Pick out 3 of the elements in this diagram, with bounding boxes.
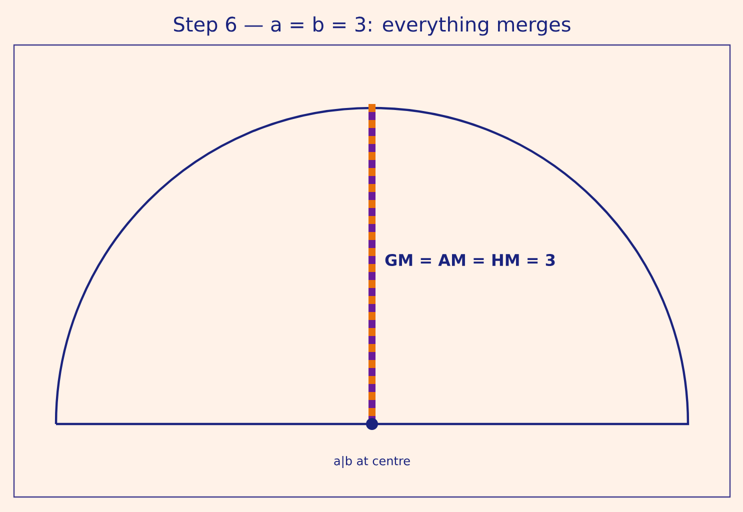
value-label: GM = AM = HM = 3: [385, 254, 555, 266]
title: Step 6 — a = b = 3: everything merges: [174, 16, 570, 36]
point-label: a|b at centre: [334, 456, 410, 468]
